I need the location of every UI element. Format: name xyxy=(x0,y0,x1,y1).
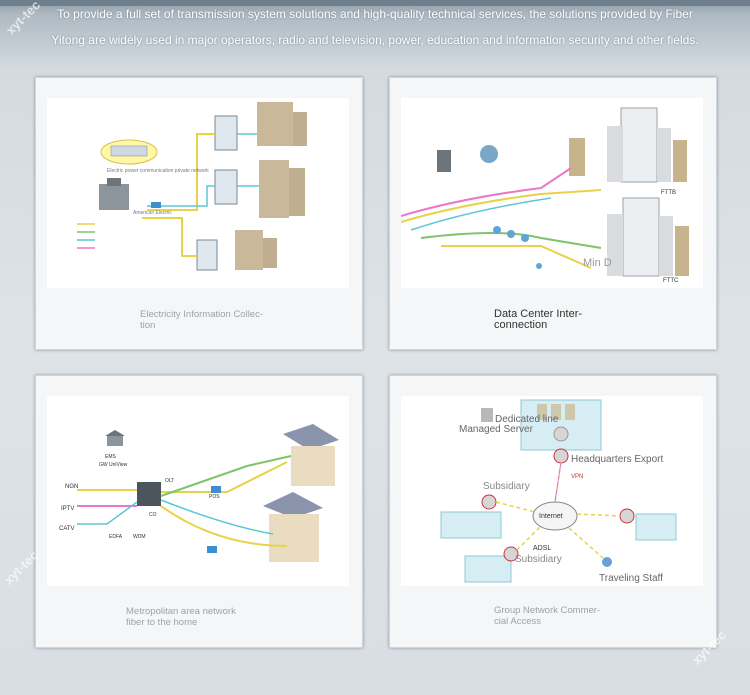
diagram-text: POS xyxy=(209,494,220,500)
data-center-diagram: FTTB FTTC Min D xyxy=(401,98,703,288)
diagram-text: NGN xyxy=(65,484,78,490)
caption-text: Electricity Information Collec- tion xyxy=(140,309,264,331)
card-caption: Data Center Inter- connection xyxy=(494,309,634,331)
caption-text: Data Center Inter- connection xyxy=(494,308,583,331)
card-caption: Metropolitan area network fiber to the h… xyxy=(126,606,296,628)
diagram-text: Managed Server xyxy=(459,424,534,435)
diagram-text: WDM xyxy=(133,534,146,540)
diagram-text: IPTV xyxy=(61,506,74,512)
card-caption: Electricity Information Collec- tion xyxy=(140,309,280,331)
solution-card-electricity[interactable]: Electric power communication private net… xyxy=(35,77,363,350)
diagram-text: VPN xyxy=(571,474,583,480)
diagram-text: American Electric xyxy=(133,210,172,216)
intro-line-2: Yitong are widely used in major operator… xyxy=(51,33,699,47)
diagram-text: Traveling Staff xyxy=(599,573,663,584)
diagram-text: OLT xyxy=(165,478,174,484)
diagram-text: FTTC xyxy=(663,278,679,284)
solution-card-metro-ftth[interactable]: NGN IPTV CATV EMS GW UniView OLT CO EDFA… xyxy=(35,375,363,648)
diagram-text: GW UniView xyxy=(99,462,128,468)
card-caption: Group Network Commer- cial Access xyxy=(494,605,634,627)
diagram-text: Min D xyxy=(583,257,612,269)
caption-text: Group Network Commer- cial Access xyxy=(494,605,601,627)
intro-line-1: To provide a full set of transmission sy… xyxy=(57,7,693,21)
diagram-text: EDFA xyxy=(109,534,123,540)
diagram-text: EMS xyxy=(105,454,117,460)
metro-ftth-diagram: NGN IPTV CATV EMS GW UniView OLT CO EDFA… xyxy=(47,396,349,586)
diagram-text: ADSL xyxy=(533,545,551,552)
diagram-text: CATV xyxy=(59,526,75,532)
diagram-text: Subsidiary xyxy=(483,481,530,492)
diagram-text: CO xyxy=(149,512,157,518)
diagram-text: Headquarters Export xyxy=(571,454,663,465)
caption-text: Metropolitan area network fiber to the h… xyxy=(126,606,236,628)
top-bar xyxy=(0,0,750,6)
solution-card-data-center[interactable]: FTTB FTTC Min D Data Center Inter- conne… xyxy=(389,77,717,350)
group-network-diagram: Dedicated line Managed Server Headquarte… xyxy=(401,396,703,586)
solution-card-group-network[interactable]: Dedicated line Managed Server Headquarte… xyxy=(389,375,717,648)
diagram-text: Internet xyxy=(539,513,563,520)
diagram-text: Subsidiary xyxy=(515,554,562,565)
diagram-text: FTTB xyxy=(661,190,676,196)
electricity-diagram: Electric power communication private net… xyxy=(47,98,349,288)
diagram-text: Dedicated line xyxy=(495,414,559,425)
diagram-text: Electric power communication private net… xyxy=(107,168,209,174)
